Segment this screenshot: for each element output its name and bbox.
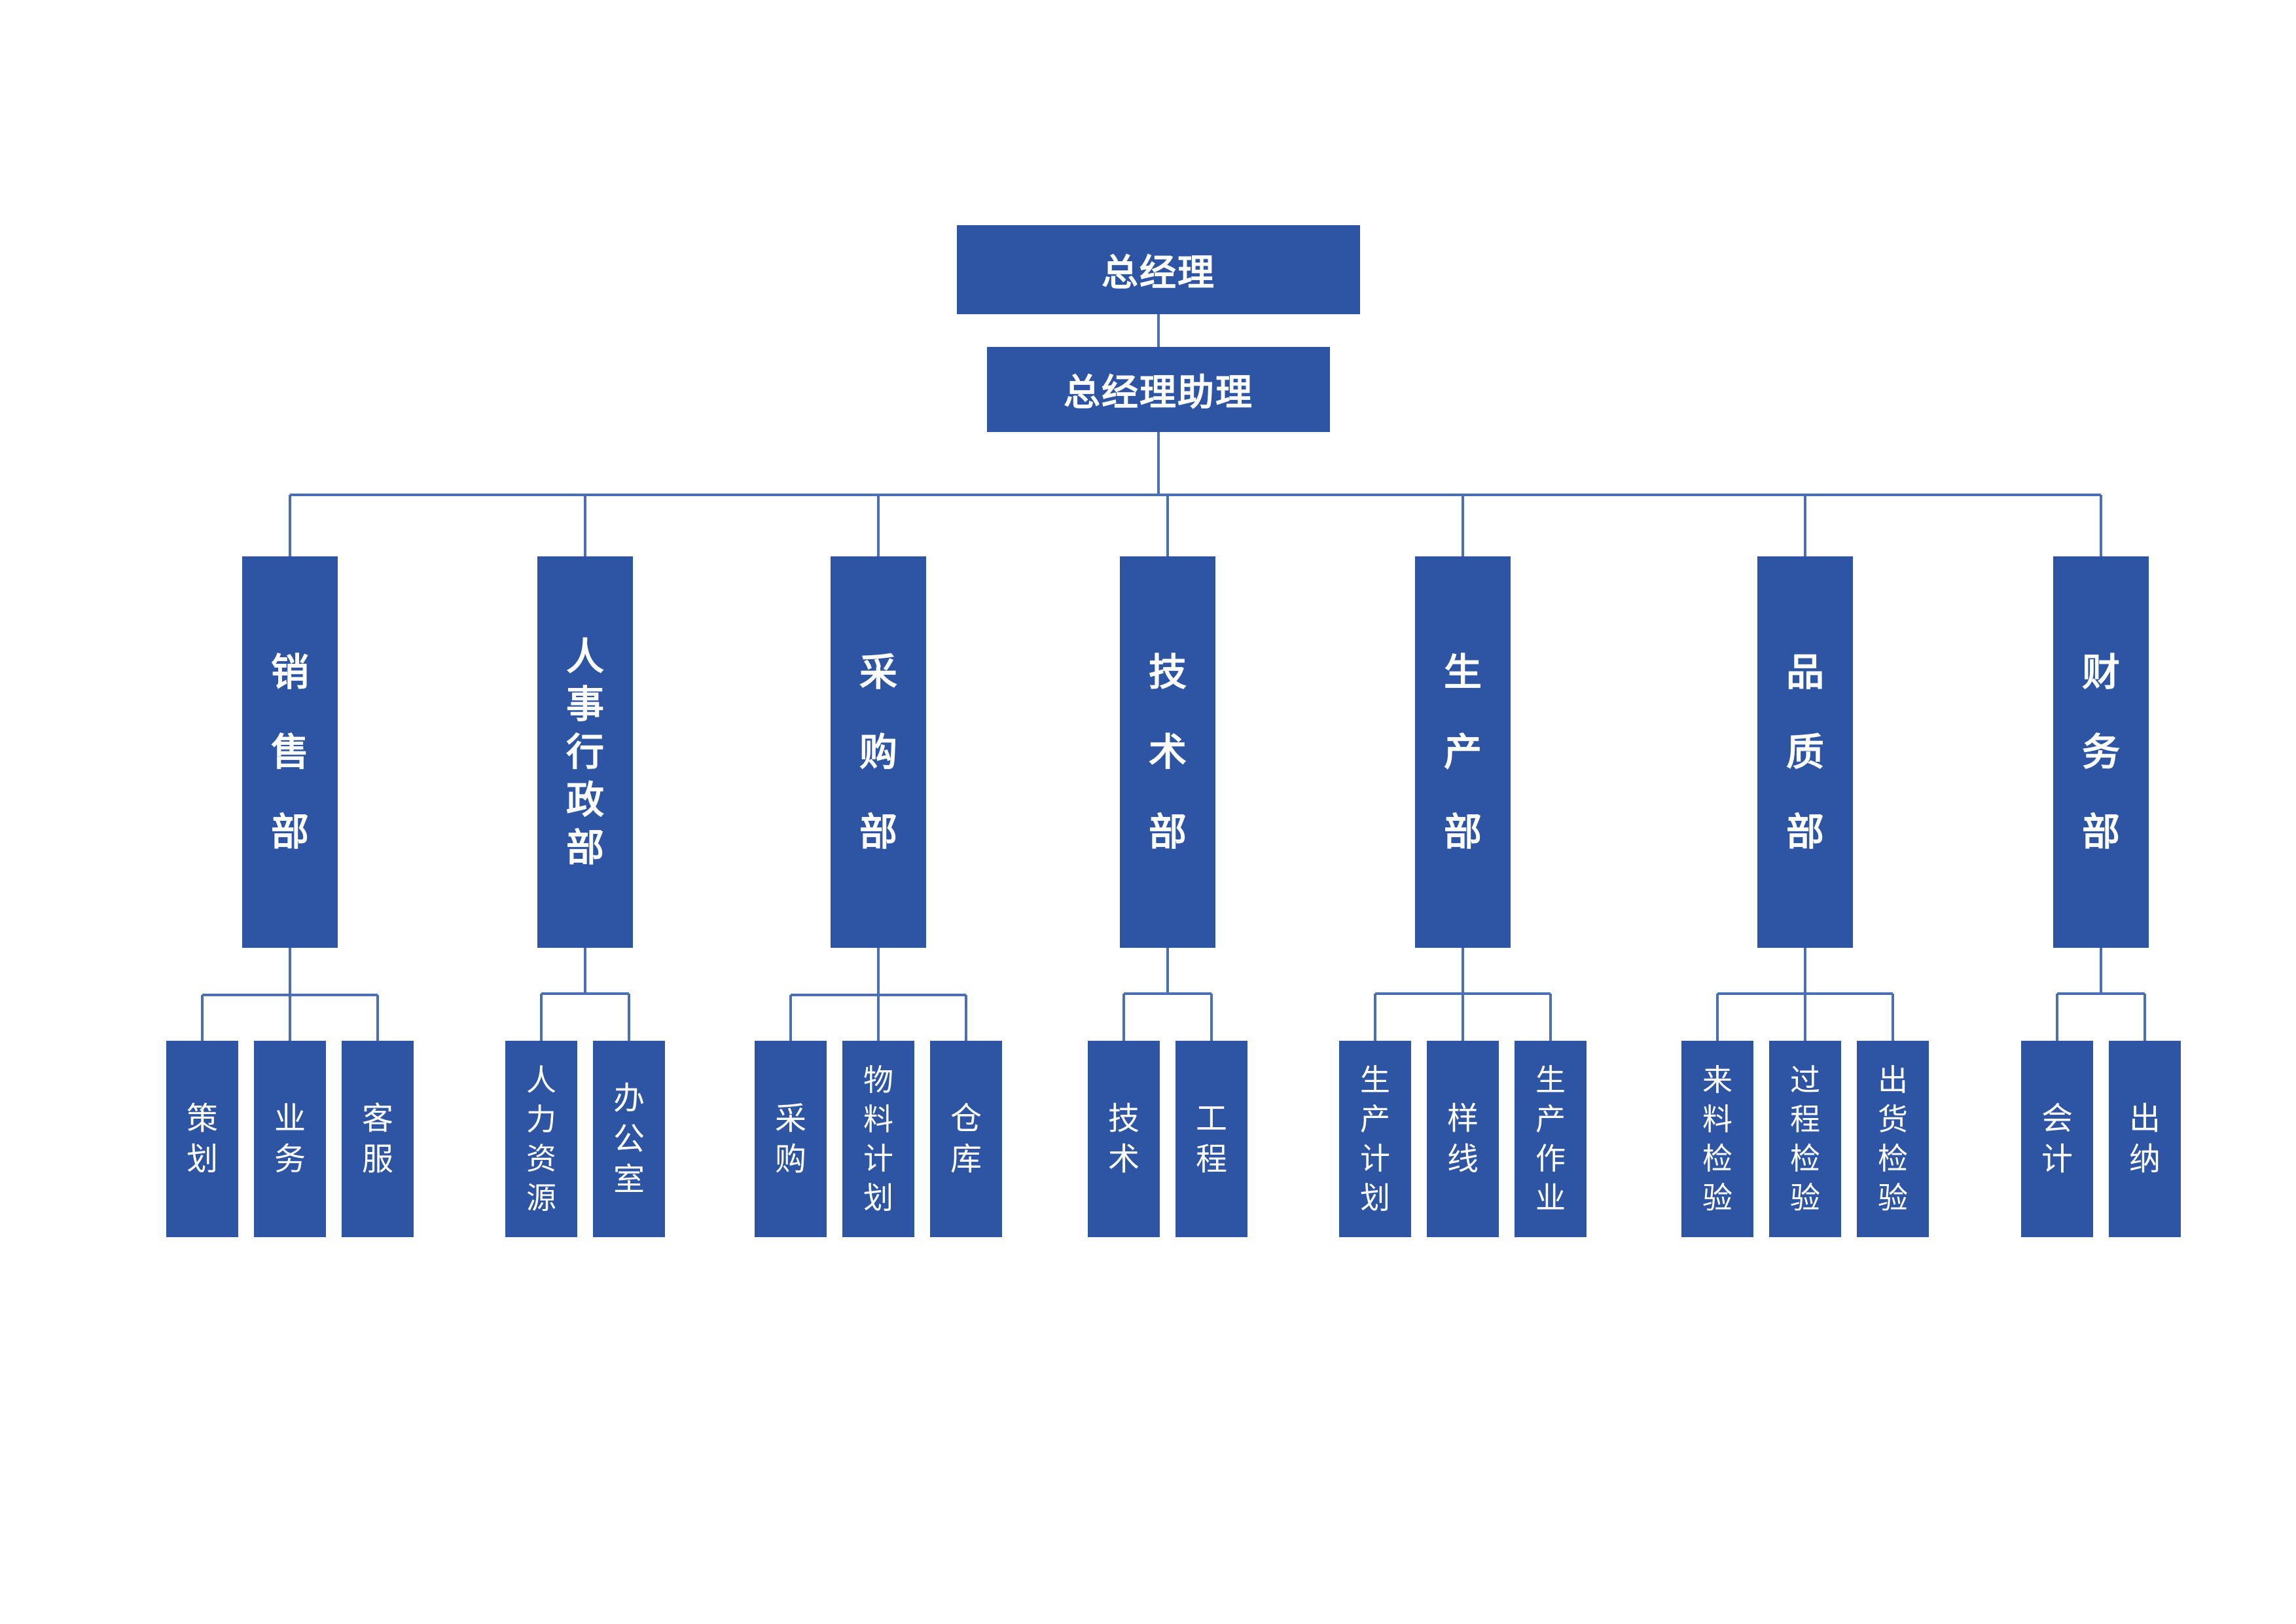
sub-box-production-0: 生产计划 — [1339, 1041, 1411, 1237]
sub-label-hr-admin-1: 办公室 — [613, 1080, 645, 1198]
dept-box-purchasing: 采购部 — [831, 556, 926, 948]
sub-label-hr-admin-0: 人力资源 — [526, 1062, 556, 1216]
sub-label-technology-1: 工程 — [1195, 1100, 1227, 1178]
sub-box-finance-0: 会计 — [2021, 1041, 2093, 1237]
sub-label-sales-1: 业务 — [274, 1100, 306, 1178]
dept-label-finance: 财务部 — [2081, 650, 2120, 854]
sub-label-production-0: 生产计划 — [1360, 1062, 1390, 1216]
sub-box-quality-0: 来料检验 — [1681, 1041, 1753, 1237]
sub-label-purchasing-1: 物料计划 — [863, 1062, 893, 1216]
dept-box-production: 生产部 — [1415, 556, 1511, 948]
sub-box-purchasing-1: 物料计划 — [842, 1041, 914, 1237]
sub-label-quality-1: 过程检验 — [1790, 1062, 1820, 1216]
sub-box-sales-1: 业务 — [254, 1041, 326, 1237]
sub-box-technology-0: 技术 — [1088, 1041, 1160, 1237]
sub-label-purchasing-0: 采购 — [774, 1100, 806, 1178]
sub-box-purchasing-2: 仓库 — [930, 1041, 1002, 1237]
sub-box-quality-1: 过程检验 — [1769, 1041, 1841, 1237]
sub-label-quality-0: 来料检验 — [1702, 1062, 1732, 1216]
sub-box-production-2: 生产作业 — [1515, 1041, 1587, 1237]
dept-box-hr-admin: 人事行政部 — [537, 556, 633, 948]
sub-label-technology-0: 技术 — [1107, 1100, 1139, 1178]
dept-box-sales: 销售部 — [242, 556, 338, 948]
dept-label-sales: 销售部 — [270, 650, 309, 854]
dept-label-production: 生产部 — [1443, 650, 1482, 854]
sub-label-sales-2: 客服 — [361, 1100, 393, 1178]
sub-box-quality-2: 出货检验 — [1857, 1041, 1929, 1237]
sub-label-sales-0: 策划 — [186, 1100, 218, 1178]
sub-box-purchasing-0: 采购 — [755, 1041, 827, 1237]
sub-label-purchasing-2: 仓库 — [950, 1100, 982, 1178]
sub-box-production-1: 样线 — [1427, 1041, 1499, 1237]
sub-label-production-1: 样线 — [1446, 1100, 1479, 1178]
sub-box-finance-1: 出纳 — [2109, 1041, 2181, 1237]
sub-label-finance-0: 会计 — [2041, 1100, 2073, 1178]
sub-box-hr-admin-1: 办公室 — [593, 1041, 665, 1237]
sub-box-technology-1: 工程 — [1175, 1041, 1247, 1237]
dept-box-finance: 财务部 — [2053, 556, 2149, 948]
sub-box-hr-admin-0: 人力资源 — [505, 1041, 577, 1237]
sub-label-production-2: 生产作业 — [1535, 1062, 1566, 1216]
sub-box-sales-0: 策划 — [166, 1041, 238, 1237]
dept-box-quality: 品质部 — [1757, 556, 1853, 948]
sub-label-quality-2: 出货检验 — [1878, 1062, 1908, 1216]
dept-label-quality: 品质部 — [1785, 650, 1824, 854]
sub-box-sales-2: 客服 — [342, 1041, 414, 1237]
general-manager-box: 总经理 — [957, 225, 1360, 314]
sub-label-finance-1: 出纳 — [2128, 1100, 2161, 1178]
dept-label-purchasing: 采购部 — [859, 650, 897, 854]
assistant-box: 总经理助理 — [987, 347, 1330, 432]
dept-box-technology: 技术部 — [1120, 556, 1215, 948]
dept-label-hr-admin: 人事行政部 — [565, 634, 604, 870]
dept-label-technology: 技术部 — [1148, 650, 1187, 854]
